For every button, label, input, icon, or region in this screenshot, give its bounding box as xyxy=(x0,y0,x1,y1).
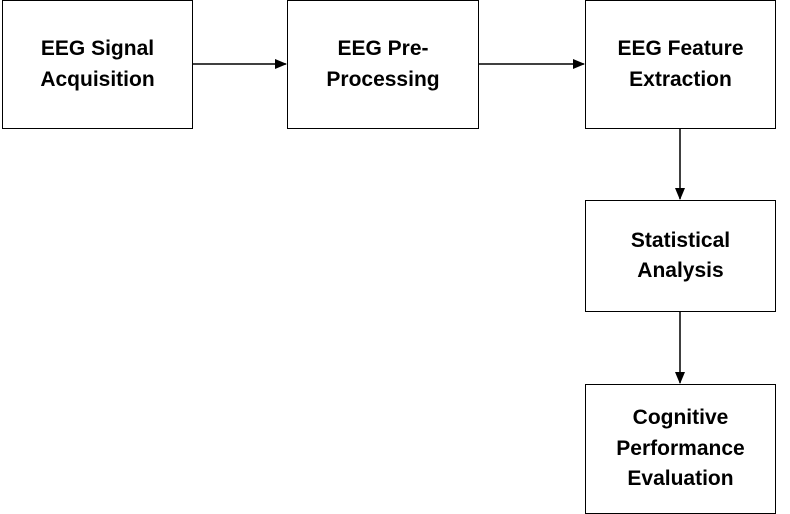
node-label: EEG Feature Extraction xyxy=(617,37,744,91)
node-cognitive-performance-evaluation: Cognitive Performance Evaluation xyxy=(585,384,776,514)
node-statistical-analysis: Statistical Analysis xyxy=(585,200,776,312)
node-label: Statistical Analysis xyxy=(630,228,731,282)
node-eeg-signal-acquisition: EEG Signal Acquisition xyxy=(2,0,193,129)
node-label: Cognitive Performance Evaluation xyxy=(616,406,745,491)
node-label: EEG Pre- Processing xyxy=(326,37,440,91)
node-label: EEG Signal Acquisition xyxy=(40,37,155,91)
node-eeg-feature-extraction: EEG Feature Extraction xyxy=(585,0,776,129)
node-eeg-pre-processing: EEG Pre- Processing xyxy=(287,0,479,129)
